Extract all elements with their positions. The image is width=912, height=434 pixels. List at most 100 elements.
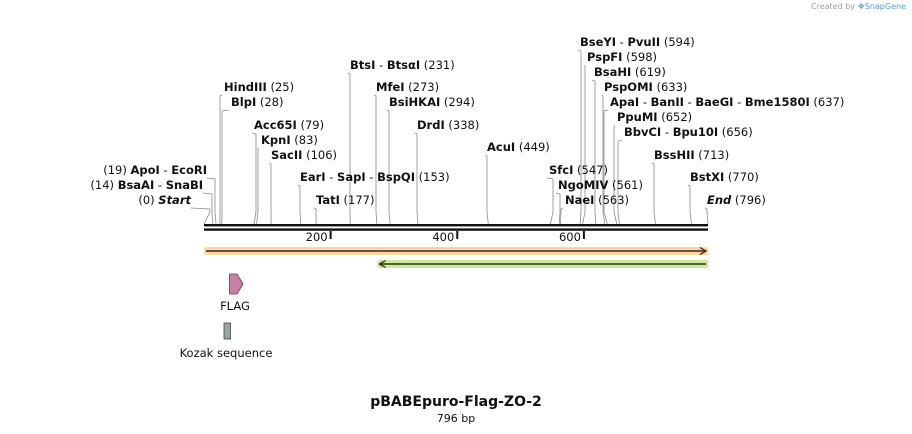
feature-kozak[interactable]: Kozak sequence <box>180 322 273 360</box>
primer-arrowhead-icon <box>699 246 708 256</box>
site-label-text[interactable]: PspFI (598) <box>587 50 657 64</box>
site-label-text[interactable]: AcuI (449) <box>487 140 550 154</box>
site-label-text[interactable]: PpuMI (652) <box>617 110 692 124</box>
site-label-pspfi[interactable]: PspFI (598) <box>587 50 657 64</box>
site-label-text[interactable]: PspOMI (633) <box>604 80 687 94</box>
cut-line-598 <box>582 65 586 225</box>
ruler-tick-label: 400 <box>432 230 454 244</box>
cut-line-28 <box>221 109 230 225</box>
credit-prefix: Created by <box>811 2 856 11</box>
site-label-kpni[interactable]: KpnI (83) <box>261 133 318 147</box>
site-label-text[interactable]: (19) ApoI - EcoRI <box>103 163 207 177</box>
cut-line-177 <box>313 207 317 225</box>
site-label-text[interactable]: TatI (177) <box>316 193 375 207</box>
site-label-text[interactable]: BssHII (713) <box>654 148 729 162</box>
feature-flag[interactable]: FLAG <box>220 273 250 313</box>
site-label-text[interactable]: BsaHI (619) <box>594 65 666 79</box>
site-label-mfei[interactable]: MfeI (273) <box>376 80 439 94</box>
snapgene-logo-icon: ❖ <box>857 2 865 11</box>
site-label-eari[interactable]: EarI - SapI - BspQI (153) <box>300 170 450 184</box>
site-label-apai[interactable]: ApaI - BanII - BaeGI - Bme1580I (637) <box>610 95 844 109</box>
cut-line-637 <box>603 109 609 225</box>
cut-line-449 <box>484 154 489 225</box>
site-label-text[interactable]: BtsI - BtsαI (231) <box>350 58 455 72</box>
site-label-naei[interactable]: NaeI (563) <box>565 193 629 207</box>
site-label-bseyi[interactable]: BseYI - PvuII (594) <box>580 35 695 49</box>
site-label-bsshii[interactable]: BssHII (713) <box>654 148 729 162</box>
site-label-text[interactable]: MfeI (273) <box>376 80 439 94</box>
site-label-text[interactable]: ApaI - BanII - BaeGI - Bme1580I (637) <box>610 95 844 109</box>
sequence-title: pBABEpuro-Flag-ZO-2 <box>370 394 542 410</box>
cut-line-796 <box>704 207 709 225</box>
site-label-text[interactable]: KpnI (83) <box>261 133 318 147</box>
site-label-bstxi[interactable]: BstXI (770) <box>690 170 759 184</box>
primer-arrowhead-icon <box>378 259 386 269</box>
backbone-strand-top <box>204 224 708 227</box>
site-label-text[interactable]: SfcI (547) <box>549 163 608 177</box>
site-label-sfci[interactable]: SfcI (547) <box>549 163 608 177</box>
site-label-text[interactable]: BstXI (770) <box>690 170 759 184</box>
cut-line-153 <box>297 184 302 225</box>
cut-line-713 <box>651 162 656 225</box>
site-label-drdi[interactable]: DrdI (338) <box>417 118 479 132</box>
site-label-bsihkai[interactable]: BsiHKAI (294) <box>389 95 475 109</box>
cut-line-338 <box>414 132 419 225</box>
site-label-text[interactable]: (14) BsaAI - SnaBI <box>90 178 203 192</box>
site-label-bsahi[interactable]: BsaHI (619) <box>594 65 666 79</box>
site-label-bbvci[interactable]: BbvCI - Bpu10I (656) <box>624 125 753 139</box>
cut-line-656 <box>617 139 623 225</box>
sequence-length: 796 bp <box>436 412 476 425</box>
site-label-text[interactable]: NgoMIV (561) <box>558 178 643 192</box>
restriction-site-labels: BseYI - PvuII (594)PspFI (598)BsaHI (619… <box>90 35 844 207</box>
cut-line-0 <box>190 207 211 225</box>
cut-line-547 <box>546 177 554 225</box>
site-label-text[interactable]: BseYI - PvuII (594) <box>580 35 695 49</box>
site-label-text[interactable]: EarI - SapI - BspQI (153) <box>300 170 450 184</box>
site-label-text[interactable]: End (796) <box>707 193 766 207</box>
site-label-text[interactable]: Acc65I (79) <box>254 118 324 132</box>
site-label-apoi[interactable]: (19) ApoI - EcoRI <box>103 163 207 177</box>
cut-line-25 <box>219 94 223 225</box>
ruler-tick-label: 600 <box>559 230 581 244</box>
site-label-pspomi[interactable]: PspOMI (633) <box>604 80 687 94</box>
primer-forward[interactable] <box>204 246 708 256</box>
site-label-bsaai[interactable]: (14) BsaAI - SnaBI <box>90 178 203 192</box>
primer-reverse[interactable] <box>377 259 708 269</box>
site-label-end[interactable]: End (796) <box>707 193 766 207</box>
site-label-text[interactable]: BlpI (28) <box>231 95 283 109</box>
cut-line-561 <box>555 192 561 225</box>
site-label-ppumi[interactable]: PpuMI (652) <box>617 110 692 124</box>
cut-line-619 <box>591 79 597 225</box>
ruler-tick-400 <box>456 231 459 239</box>
cut-line-273 <box>373 94 378 225</box>
cut-line-79 <box>251 132 257 225</box>
site-label-acc65i[interactable]: Acc65I (79) <box>254 118 324 132</box>
site-label-text[interactable]: SacII (106) <box>271 148 337 162</box>
site-label-text[interactable]: (0) Start <box>138 193 191 207</box>
primer-tracks <box>204 246 708 269</box>
site-label-text[interactable]: BbvCI - Bpu10I (656) <box>624 125 753 139</box>
site-label-start[interactable]: (0) Start <box>138 193 191 207</box>
cut-line-14 <box>202 192 214 225</box>
site-label-tati[interactable]: TatI (177) <box>316 193 375 207</box>
site-label-text[interactable]: HindIII (25) <box>224 80 294 94</box>
site-label-hindiii[interactable]: HindIII (25) <box>224 80 294 94</box>
cut-line-231 <box>347 72 351 225</box>
site-label-text[interactable]: BsiHKAI (294) <box>389 95 475 109</box>
site-label-acui[interactable]: AcuI (449) <box>487 140 550 154</box>
ruler-tick-label: 200 <box>306 230 328 244</box>
ruler-tick-200 <box>329 231 332 239</box>
flag-arrow-icon[interactable] <box>229 273 244 295</box>
site-label-text[interactable]: DrdI (338) <box>417 118 479 132</box>
site-label-text[interactable]: NaeI (563) <box>565 193 629 207</box>
site-label-sacii[interactable]: SacII (106) <box>271 148 337 162</box>
site-label-btsi[interactable]: BtsI - BtsαI (231) <box>350 58 455 72</box>
site-label-blpi[interactable]: BlpI (28) <box>231 95 283 109</box>
kozak-box-icon[interactable] <box>223 322 231 340</box>
snapgene-credit: Created by ❖SnapGene <box>811 2 906 11</box>
cut-line-294 <box>386 109 391 225</box>
site-label-ngomiv[interactable]: NgoMIV (561) <box>558 178 643 192</box>
cut-line-563 <box>560 207 564 225</box>
cut-site-lines <box>190 49 709 225</box>
